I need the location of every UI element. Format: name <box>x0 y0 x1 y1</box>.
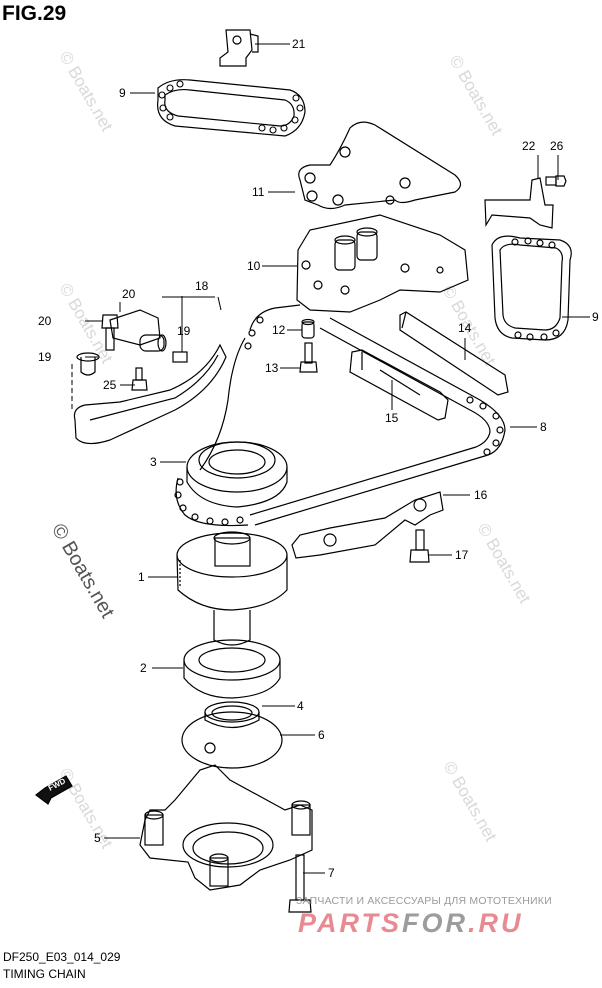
bolt-25 <box>131 367 148 391</box>
advert-logo-part1: PARTS <box>298 908 403 938</box>
callout-20[interactable]: 19 <box>38 350 52 364</box>
timing-chain-8 <box>174 304 506 527</box>
callout-1[interactable]: 1 <box>138 570 145 584</box>
bolt-26 <box>545 175 567 187</box>
fwd-arrow-icon <box>35 775 73 805</box>
timing-chain-9-right <box>491 235 572 341</box>
chain-guide-15 <box>349 349 449 421</box>
bearing-3 <box>186 441 288 508</box>
figure-code: DF250_E03_014_029 <box>3 950 121 964</box>
callout-19[interactable]: 19 <box>177 324 191 338</box>
crank-gear-1 <box>176 531 288 646</box>
callout-11[interactable]: 11 <box>252 185 265 199</box>
gasket-plate-6 <box>181 711 283 769</box>
callout-2[interactable]: 2 <box>140 661 147 675</box>
callout-6[interactable]: 6 <box>318 728 325 742</box>
callout-7[interactable]: 7 <box>328 866 335 880</box>
bearing-housing-5 <box>139 764 313 891</box>
advert-logo: PARTSFOR.RU <box>298 908 524 939</box>
oil-seal-4 <box>204 701 260 729</box>
figure-title: FIG.29 <box>2 2 67 25</box>
bolt-17 <box>409 529 430 563</box>
callout-3[interactable]: 3 <box>150 455 157 469</box>
callout-9[interactable]: 9 <box>119 86 126 100</box>
callout-14[interactable]: 14 <box>458 321 472 335</box>
collar-20 <box>76 352 100 376</box>
clip-19 <box>172 351 188 363</box>
leader-lines <box>71 43 590 874</box>
tensioner-lever-18 <box>73 343 227 445</box>
callout-22[interactable]: 20 <box>122 287 136 301</box>
advert-tagline: ЗАПЧАСТИ И АКСЕССУАРЫ ДЛЯ МОТОТЕХНИКИ <box>296 895 552 907</box>
oil-pump-housing-10 <box>296 214 469 313</box>
callout-16[interactable]: 16 <box>474 488 488 502</box>
callout-18[interactable]: 18 <box>195 279 209 293</box>
callout-12[interactable]: 12 <box>272 323 286 337</box>
gasket-11 <box>298 121 462 210</box>
chain-tensioner-23 <box>219 29 259 67</box>
callout-5[interactable]: 5 <box>94 831 101 845</box>
callout-24[interactable]: 22 <box>522 139 536 153</box>
callout-9[interactable]: 9 <box>592 310 599 324</box>
advert-logo-part3: .RU <box>468 908 524 938</box>
figure-name: TIMING CHAIN <box>3 967 86 981</box>
callout-23[interactable]: 21 <box>292 37 306 51</box>
callout-21[interactable]: 20 <box>38 314 52 328</box>
callout-13[interactable]: 13 <box>265 361 279 375</box>
callout-4[interactable]: 4 <box>297 699 304 713</box>
tensioner-22 <box>109 309 167 352</box>
callout-17[interactable]: 17 <box>455 548 469 562</box>
callout-26[interactable]: 26 <box>550 139 564 153</box>
callout-8[interactable]: 8 <box>540 420 547 434</box>
chain-guide-16 <box>291 491 444 559</box>
timing-chain-9-top <box>157 79 306 137</box>
chain-guide-14 <box>399 311 509 396</box>
chain-guide-bracket-24 <box>484 177 554 229</box>
callout-15[interactable]: 15 <box>385 411 399 425</box>
callout-10[interactable]: 10 <box>247 259 261 273</box>
bearing-2 <box>183 639 281 699</box>
bolt-21 <box>101 314 119 351</box>
collar-12 <box>301 318 315 339</box>
callout-25[interactable]: 25 <box>103 378 117 392</box>
advert-logo-part2: FOR <box>402 908 469 938</box>
bolt-7 <box>288 854 312 913</box>
bolt-13 <box>299 342 318 373</box>
